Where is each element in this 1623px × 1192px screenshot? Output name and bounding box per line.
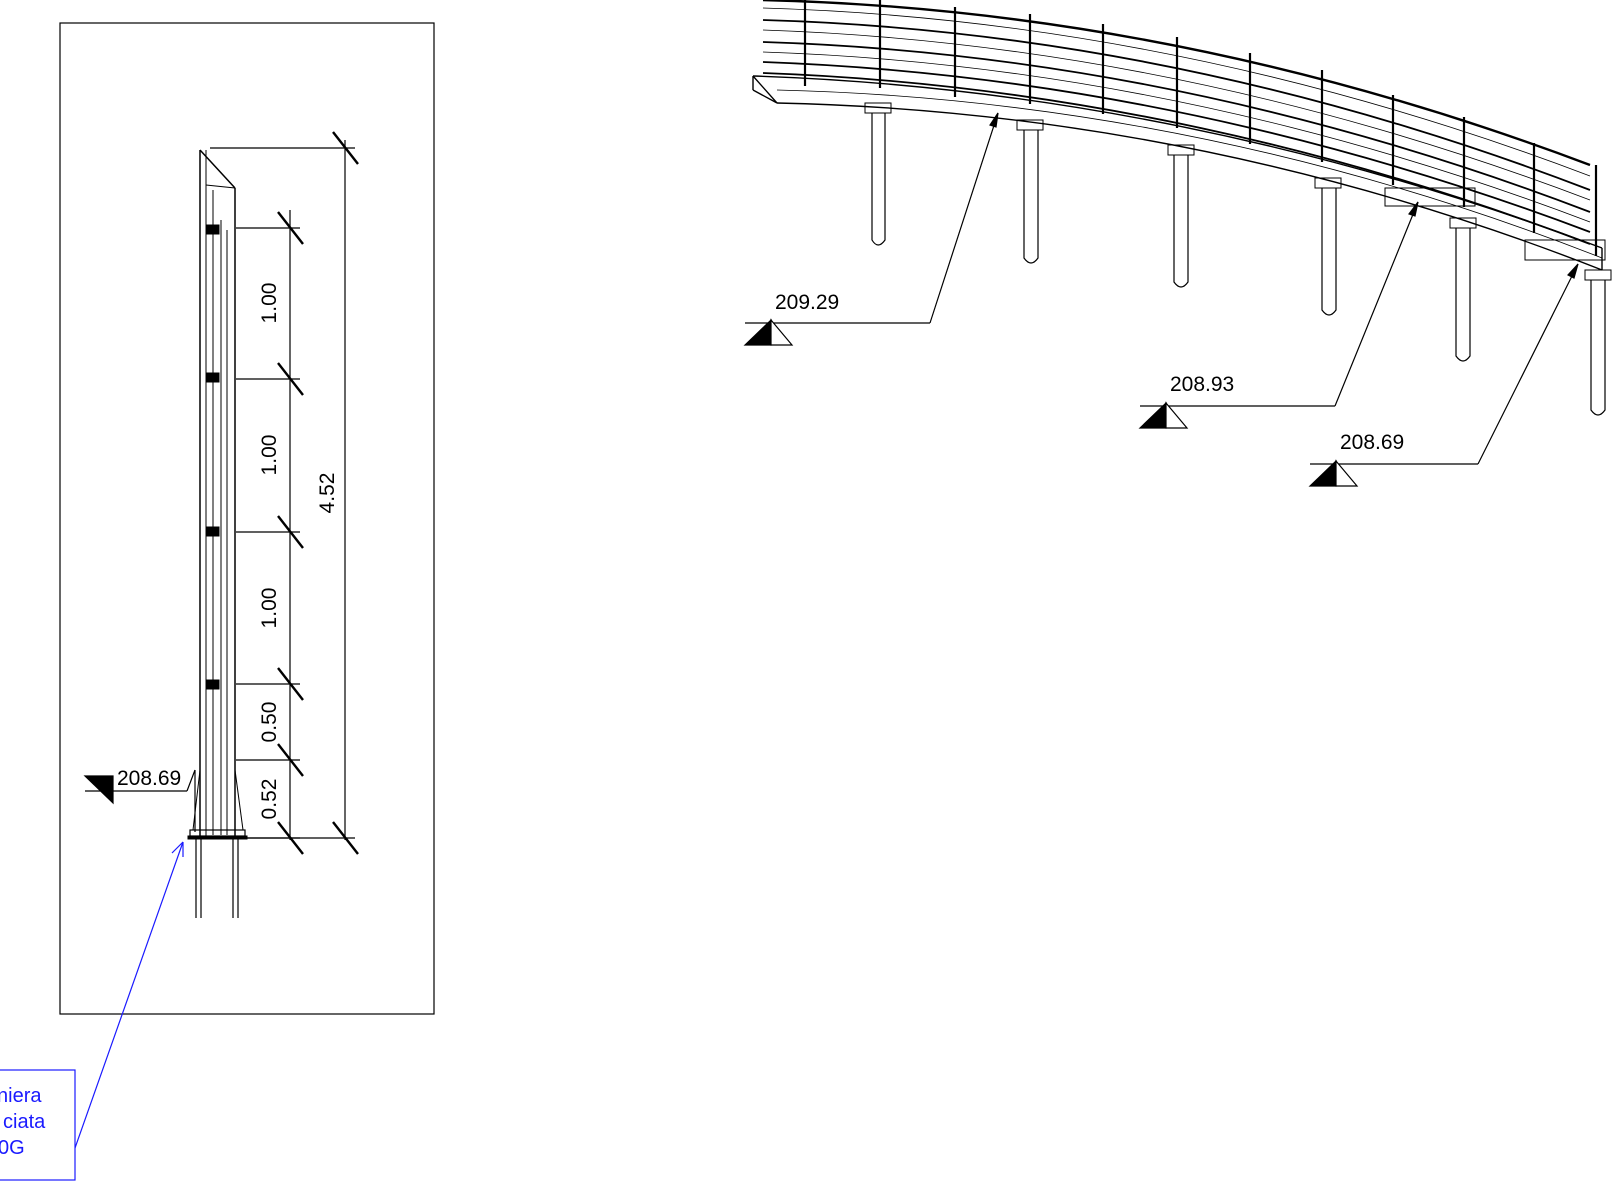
section-frame: [59, 22, 435, 1015]
elevation-label-1: 209.29: [775, 291, 839, 314]
dimension-label-5: 0.52: [258, 779, 281, 820]
callout-box: [0, 1069, 76, 1181]
total-height-label: 4.52: [316, 473, 339, 514]
section-view: 1.00 1.00 1.00 0.50 0.52 4.52 208.69: [59, 22, 435, 1149]
elevation-label-3: 208.69: [1340, 431, 1404, 454]
dimension-chain: [210, 131, 359, 855]
callout-leader: [74, 841, 184, 1149]
base-elevation-label: 208.69: [117, 767, 181, 790]
callout-line-2: ciata: [3, 1111, 46, 1133]
walkway-perspective: [752, 0, 1612, 416]
base-elevation-marker: [83, 769, 196, 832]
column-profile: [187, 149, 248, 918]
elevation-label-2: 208.93: [1170, 373, 1234, 396]
elevation-marker-1: [743, 112, 999, 346]
elevation-marker-3: [1308, 263, 1579, 487]
dimension-label-2: 1.00: [258, 435, 281, 476]
elevation-marker-2: [1138, 201, 1419, 429]
dimension-label-4: 0.50: [258, 702, 281, 743]
dimension-label-1: 1.00: [258, 283, 281, 324]
callout-line-1: niera: [0, 1085, 42, 1107]
callout-line-3: 0G: [0, 1137, 25, 1159]
dimension-label-3: 1.00: [258, 588, 281, 629]
material-callout: niera ciata 0G: [0, 1069, 76, 1181]
